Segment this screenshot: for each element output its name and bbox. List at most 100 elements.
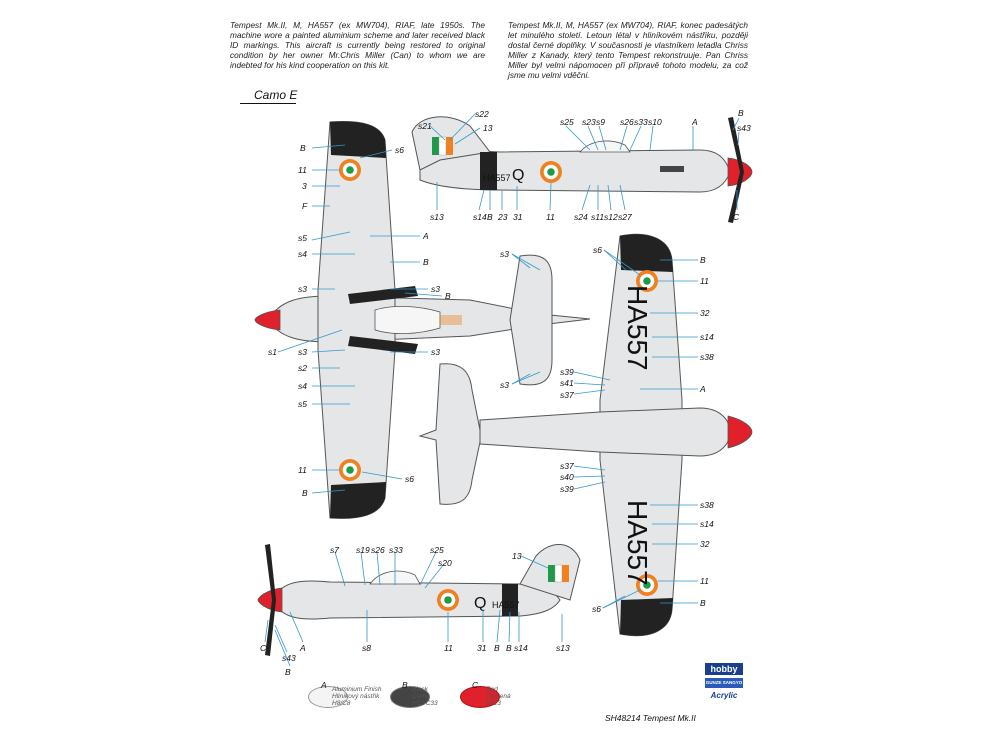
callout-label: s24 [574, 212, 588, 222]
gunze-logo: GUNZE SANGYO [705, 678, 743, 688]
callout-label: s43 [737, 123, 751, 133]
callout-label: s8 [362, 643, 371, 653]
side-view-upper: HA557 Q [411, 116, 753, 223]
callout-label: 31 [513, 212, 523, 222]
legend-cz-c: Červená [486, 693, 511, 700]
callout-label: 11 [298, 465, 307, 475]
plan-view-upper [254, 121, 591, 519]
callout-label: s23 [582, 117, 596, 127]
callout-label: s37 [560, 461, 574, 471]
legend-cz-a: Hliníkový nástřik [332, 693, 380, 700]
callout-label: 11 [700, 576, 709, 586]
callout-label: F [302, 201, 308, 211]
legend-cz-b: Černá [412, 693, 430, 700]
callout-label: B [700, 598, 706, 608]
legend-name-b: Black [412, 686, 428, 693]
callout-label: s3 [431, 347, 440, 357]
callout-label: s4 [298, 381, 307, 391]
callout-label: 32 [700, 539, 710, 549]
callout-label: B [487, 212, 493, 222]
callout-label: A [300, 643, 306, 653]
callout-label: s13 [556, 643, 570, 653]
callout-label: s27 [618, 212, 632, 222]
callout-label: s33 [389, 545, 403, 555]
callout-label: 11 [546, 212, 555, 222]
callout-label: C [260, 643, 267, 653]
description-czech: Tempest Mk.II, M, HA557 (ex MW704), RIAF… [508, 20, 748, 80]
callout-label: s20 [438, 558, 452, 568]
callout-label: s14 [473, 212, 487, 222]
callout-label: s13 [430, 212, 444, 222]
callout-label: s6 [592, 604, 601, 614]
callout-label: B [506, 643, 512, 653]
serial-side-upper: HA557 [483, 173, 511, 183]
swatch-black [390, 686, 430, 708]
callout-label: B [494, 643, 500, 653]
callout-label: s1 [268, 347, 277, 357]
plan-view-lower: HA557 HA557 [479, 233, 753, 637]
callout-label: s14 [700, 519, 714, 529]
acrylic-logo: Acrylic [705, 691, 743, 701]
callout-label: s5 [298, 233, 307, 243]
serial-underside-lower: HA557 [622, 500, 653, 586]
callout-label: s6 [395, 145, 404, 155]
scheme-title-underline [240, 103, 296, 104]
callout-label: s26 [371, 545, 385, 555]
callout-label: C [733, 212, 740, 222]
footer-product-code: SH48214 Tempest Mk.II [605, 713, 696, 723]
callout-label: s19 [356, 545, 370, 555]
serial-underside-upper: HA557 [622, 285, 653, 371]
callout-label: s22 [475, 109, 489, 119]
legend-letter-b: B [402, 680, 408, 690]
code-letter-side-lower: Q [474, 595, 486, 612]
callout-label: 23 [498, 212, 508, 222]
callout-label: s25 [560, 117, 574, 127]
callout-label: s3 [298, 284, 307, 294]
callout-label: 11 [700, 276, 709, 286]
callout-label: s6 [593, 245, 602, 255]
callout-label: 13 [483, 123, 493, 133]
callout-label: s21 [418, 121, 432, 131]
callout-label: 13 [512, 551, 522, 561]
callout-label: s6 [405, 474, 414, 484]
scheme-title: Camo E [254, 88, 298, 102]
callout-label: s3 [431, 284, 440, 294]
callout-label: s39 [560, 367, 574, 377]
callout-label: s39 [560, 484, 574, 494]
callout-label: s43 [282, 653, 296, 663]
callout-label: B [302, 488, 308, 498]
side-view-lower: HA557 Q [257, 544, 581, 656]
code-letter-side-upper: Q [512, 167, 524, 184]
callout-label: s3 [500, 380, 509, 390]
callout-label: s11 [591, 212, 605, 222]
callout-label: s7 [330, 545, 339, 555]
swatch-red [460, 686, 500, 708]
callout-label: B [700, 255, 706, 265]
callout-label: s40 [560, 472, 574, 482]
callout-label: A [700, 384, 706, 394]
legend-name-c: Red [486, 686, 498, 693]
callout-label: 32 [700, 308, 710, 318]
callout-label: B [445, 291, 451, 301]
callout-label: B [423, 257, 429, 267]
callout-label: 11 [298, 165, 307, 175]
callout-label: s41 [560, 378, 574, 388]
callout-label: s25 [430, 545, 444, 555]
callout-label: s37 [560, 390, 574, 400]
callout-label: B [738, 108, 744, 118]
callout-label: s3 [298, 347, 307, 357]
callout-label: s9 [596, 117, 605, 127]
legend-name-a: Aluminium Finish [332, 686, 382, 693]
callout-label: s38 [700, 500, 714, 510]
callout-label: s2 [298, 363, 307, 373]
callout-label: 31 [477, 643, 487, 653]
callout-label: s5 [298, 399, 307, 409]
serial-side-lower: HA557 [492, 600, 520, 610]
callout-label: A [423, 231, 429, 241]
legend-code-a: H8/C8 [332, 700, 351, 707]
swatch-aluminium [308, 686, 348, 708]
callout-label: 3 [302, 181, 307, 191]
callout-label: B [300, 143, 306, 153]
